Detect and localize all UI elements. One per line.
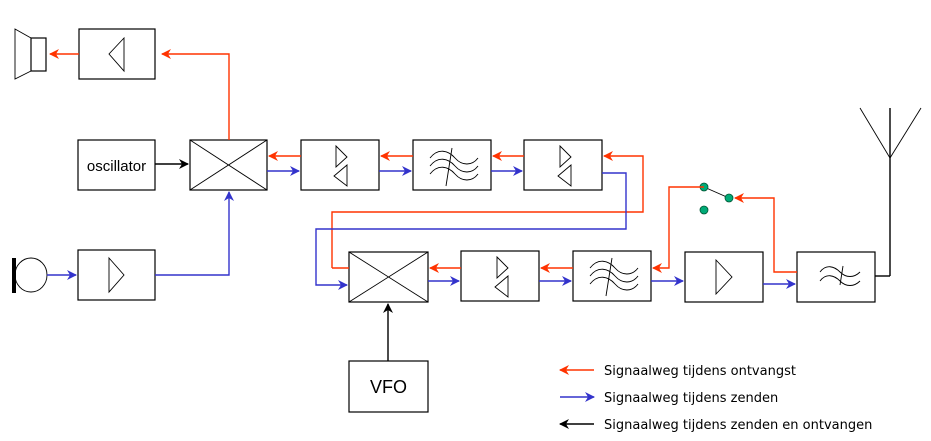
filter-icon (819, 265, 861, 286)
mixer-top-block (189, 139, 268, 191)
bidirectional-amp-3-block (460, 250, 540, 302)
audio-amplifier-block (78, 28, 156, 80)
amplifier-right-icon (108, 256, 125, 294)
crystal-filter-top-block (412, 139, 492, 191)
bidirectional-amp-1-block (300, 139, 380, 191)
amplifier-left-icon (108, 36, 125, 73)
lowpass-filter-block (796, 251, 876, 303)
legend-label-receive: Signaalweg tijdens ontvangst (604, 364, 796, 379)
both-paths (155, 159, 393, 361)
legend-item-both: Signaalweg tijdens zenden en ontvangen (559, 418, 872, 433)
microphone-amplifier-block (77, 249, 156, 301)
transmit-paths (47, 166, 796, 290)
switch-contact-tx (699, 205, 709, 215)
filter-icon (589, 257, 639, 297)
tr-switch (699, 182, 734, 215)
vfo-block: VFO (348, 360, 429, 413)
vfo-label: VFO (370, 377, 407, 397)
oscillator-block: oscillator (77, 139, 156, 191)
legend-label-transmit: Signaalweg tijdens zenden (604, 391, 778, 406)
legend-item-receive: Signaalweg tijdens ontvangst (559, 364, 796, 379)
filter-icon (429, 147, 479, 187)
mixer-bottom-block (348, 251, 429, 303)
antenna-icon (859, 107, 922, 277)
bidirectional-amp-2-block (523, 139, 603, 191)
microphone-icon (12, 257, 48, 293)
speaker-icon (14, 28, 47, 80)
legend-item-transmit: Signaalweg tijdens zenden (560, 391, 778, 406)
legend-label-both: Signaalweg tijdens zenden en ontvangen (604, 418, 872, 433)
crystal-filter-bottom-block (572, 250, 652, 302)
power-amplifier-block (684, 251, 764, 303)
receive-paths (49, 49, 797, 273)
switch-contact-rx (724, 193, 734, 203)
oscillator-label: oscillator (87, 158, 146, 175)
legend: Signaalweg tijdens ontvangst Signaalweg … (559, 364, 872, 433)
